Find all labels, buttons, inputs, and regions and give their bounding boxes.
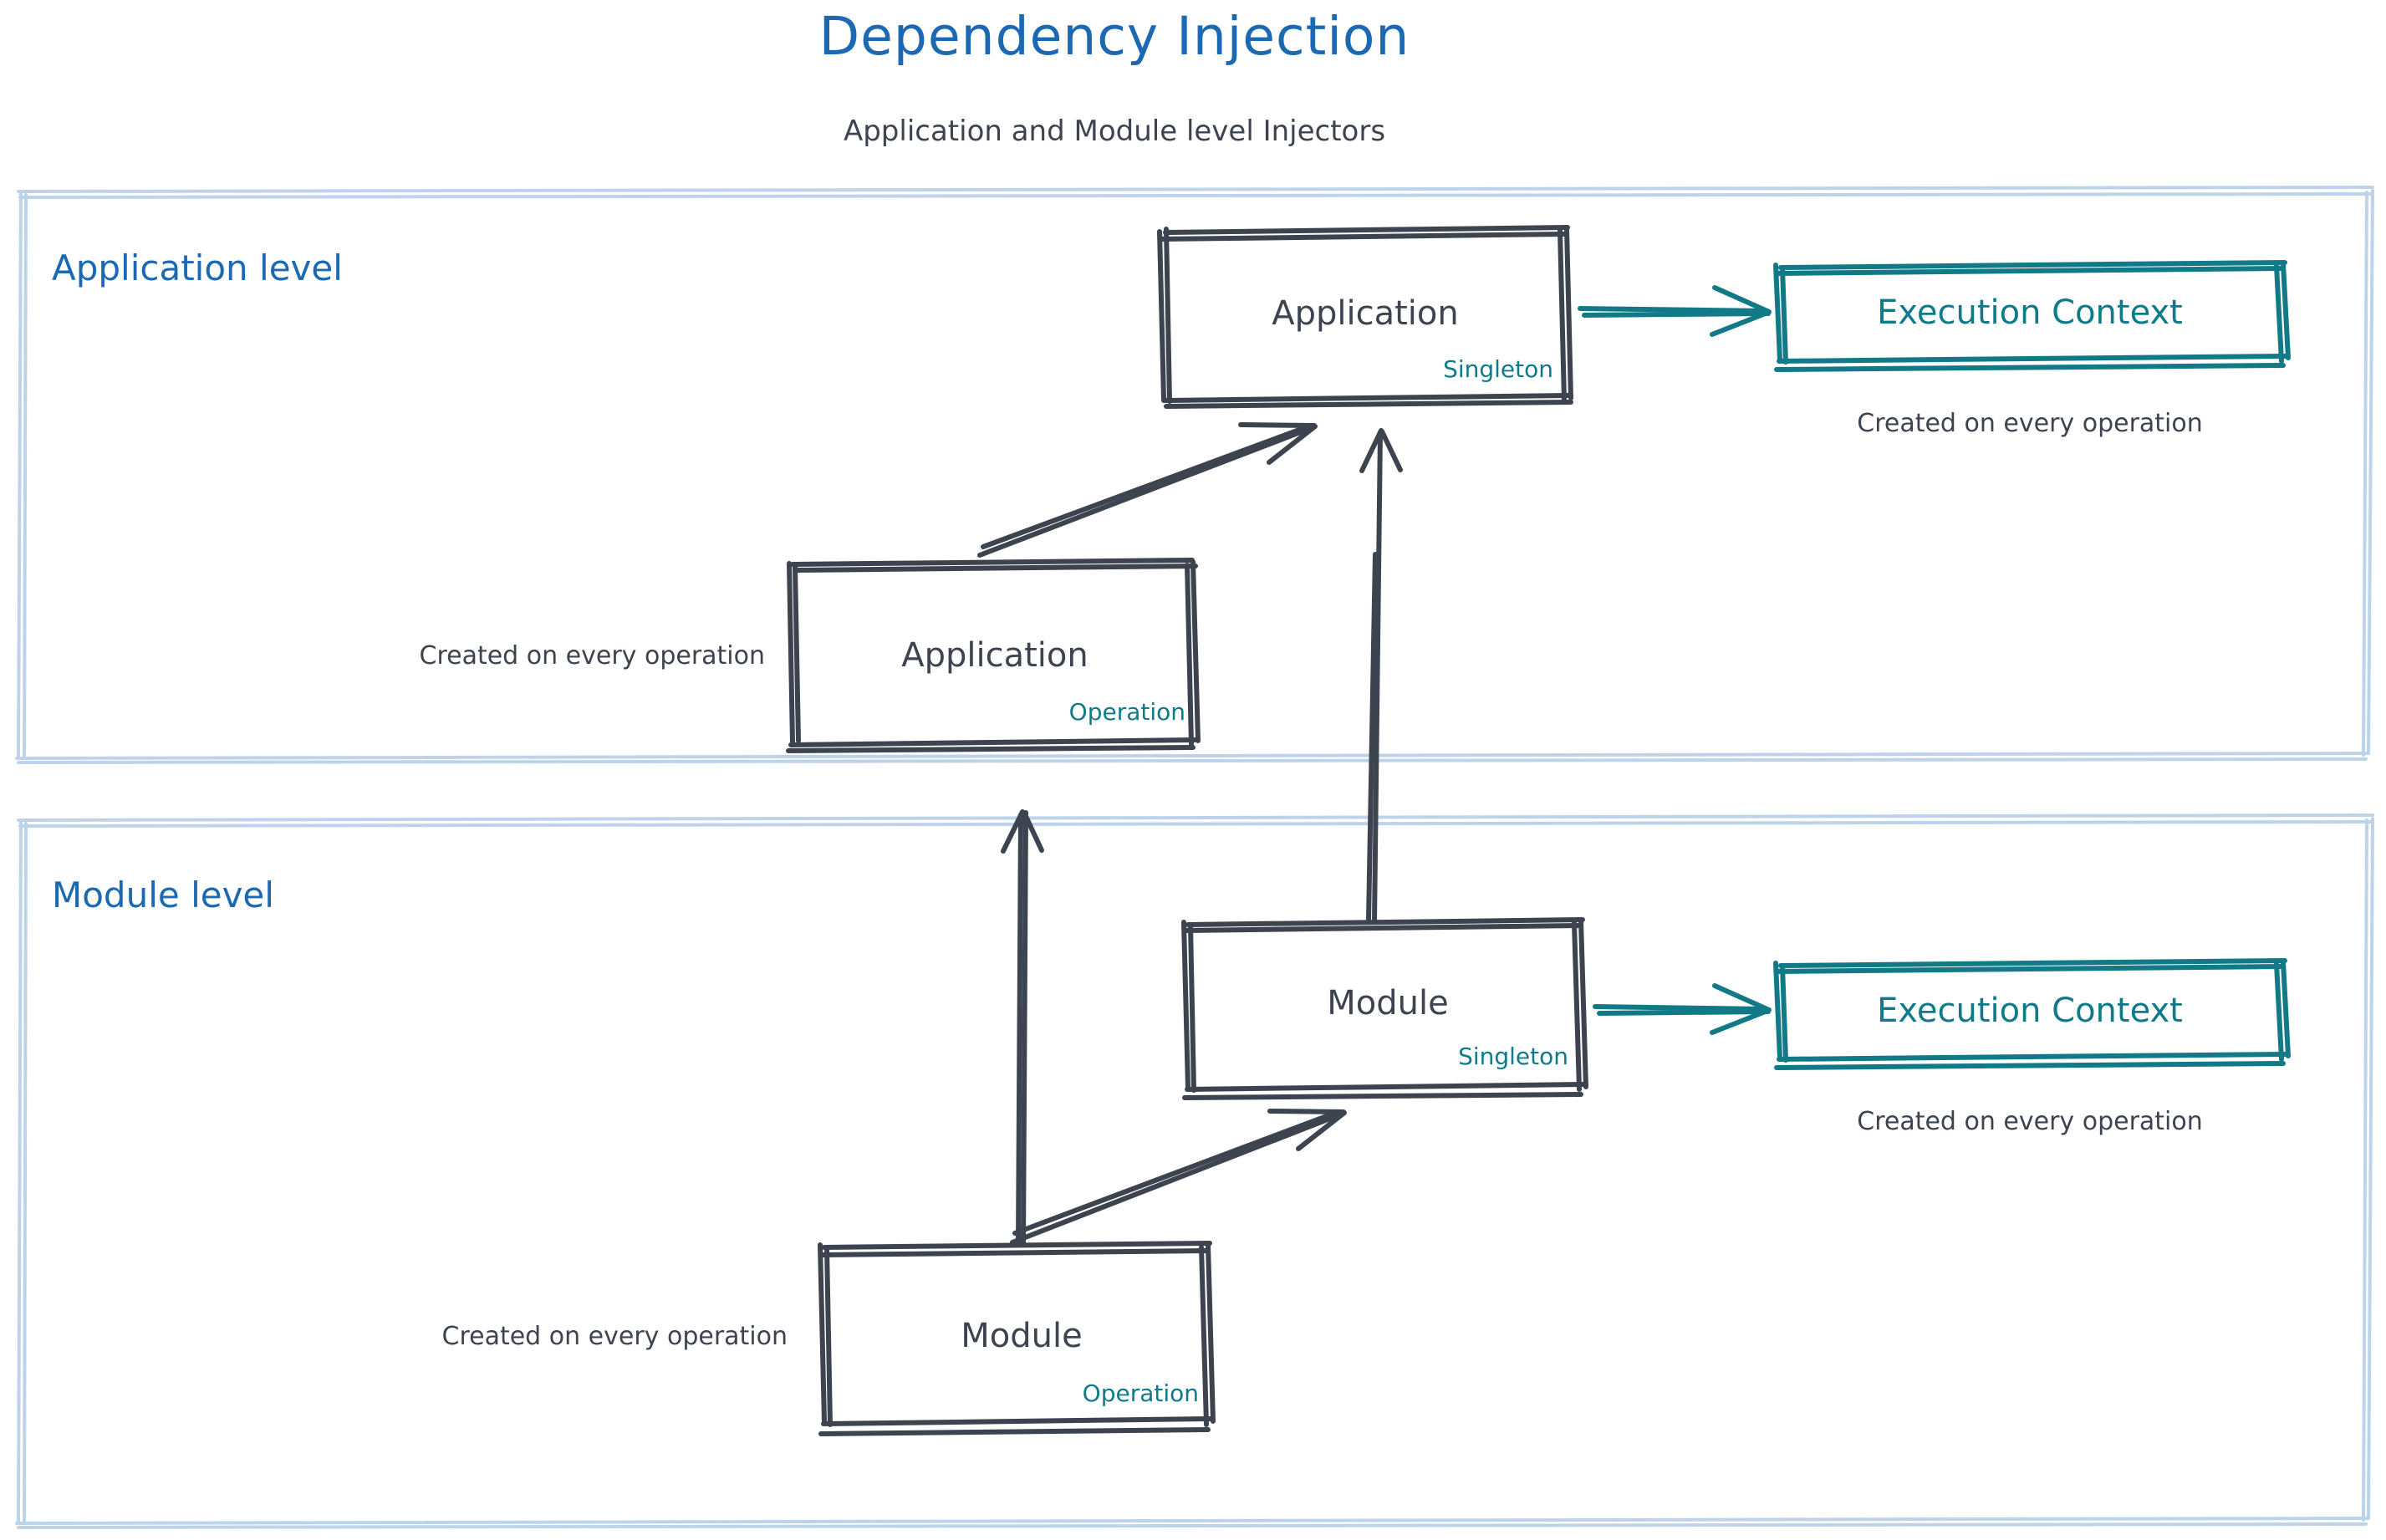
note-application-operation: Created on every operation [419,641,766,671]
node-module-singleton-scope: Singleton [1458,1043,1568,1070]
edge-module-operation-to-app-operation [1001,809,1044,1247]
node-module-execution-context-title: Execution Context [1877,992,2183,1030]
group-label-module-level: Module level [52,875,274,915]
group-label-application-level: Application level [52,247,343,288]
note-module-execution-context: Created on every operation [1857,1107,2203,1136]
page-subtitle: Application and Module level Injectors [843,115,1386,148]
edge-app-operation-to-app-singleton [977,422,1318,558]
node-module-operation-scope: Operation [1082,1379,1199,1407]
edge-module-singleton-to-module-exec-ctx [1593,983,1772,1035]
node-application-singleton-title: Application [1272,294,1459,333]
node-application-singleton-scope: Singleton [1443,355,1553,383]
node-application-operation-title: Application [901,636,1088,675]
note-module-operation: Created on every operation [441,1322,788,1351]
node-module-singleton-title: Module [1327,984,1449,1022]
edge-module-singleton-to-app-singleton [1359,428,1403,925]
application-level-container [15,186,2374,764]
node-application-execution-context-title: Execution Context [1877,293,2183,332]
module-level-container [15,813,2374,1529]
node-application-operation-scope: Operation [1068,698,1185,726]
page-title: Dependency Injection [818,6,1410,67]
node-module-operation-title: Module [961,1317,1083,1355]
note-application-execution-context: Created on every operation [1857,409,2203,438]
edge-module-operation-to-module-singleton [1010,1109,1347,1245]
edge-app-singleton-to-exec-ctx [1578,285,1772,337]
